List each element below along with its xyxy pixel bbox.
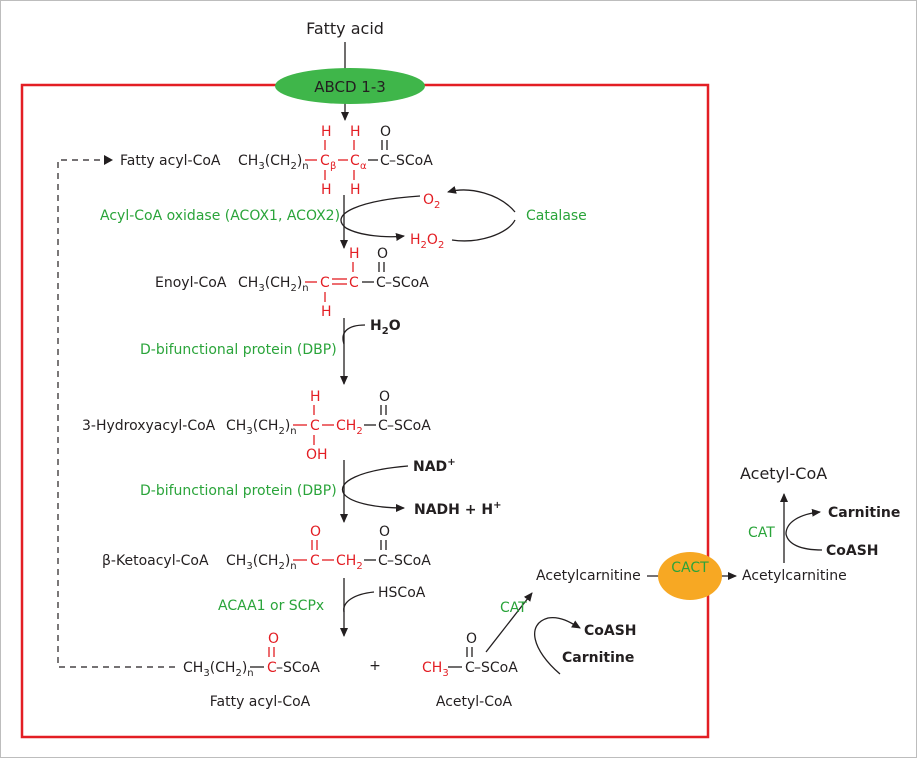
peroxisome-membrane bbox=[20, 83, 710, 739]
svg-text:–SCoA: –SCoA bbox=[387, 418, 431, 434]
abcd-transporter bbox=[275, 68, 425, 104]
ketoacyl-coa-label: β-Ketoacyl-CoA bbox=[102, 553, 209, 569]
o2-curve-arrow bbox=[340, 195, 421, 241]
svg-text:O: O bbox=[379, 389, 390, 405]
cat-in-label: CAT bbox=[500, 600, 527, 616]
cact-transporter bbox=[658, 552, 722, 600]
svg-text:C: C bbox=[320, 275, 330, 291]
hscoa-label: HSCoA bbox=[378, 585, 426, 601]
fatty-acid-label: Fatty acid bbox=[306, 19, 384, 38]
svg-text:OH: OH bbox=[306, 447, 328, 463]
svg-text:CH3(CH2)n: CH3(CH2)n bbox=[183, 660, 254, 679]
svg-text:CH3(CH2)n: CH3(CH2)n bbox=[238, 275, 309, 294]
h2o2-label: H2O2 bbox=[410, 232, 444, 251]
catalase-arrow-bottom bbox=[451, 219, 516, 242]
carnitine-in-label: Carnitine bbox=[562, 650, 634, 666]
svg-text:C: C bbox=[378, 418, 388, 434]
product-acetyl-coa: CH3 C –SCoA O Acetyl-CoA bbox=[422, 631, 518, 710]
plus-sign: + bbox=[369, 658, 381, 674]
hscoa-curve bbox=[343, 591, 375, 613]
svg-text:C: C bbox=[376, 275, 386, 291]
svg-text:CH3(CH2)n: CH3(CH2)n bbox=[226, 418, 297, 437]
hydroxyacyl-coa-row: 3-Hydroxyacyl-CoA CH3(CH2)n C CH2 C –SCo… bbox=[82, 389, 431, 463]
svg-text:–SCoA: –SCoA bbox=[474, 660, 518, 676]
acetylcarnitine-out-label: Acetylcarnitine bbox=[742, 568, 847, 584]
svg-text:CH2: CH2 bbox=[336, 553, 363, 572]
enoyl-coa-row: Enoyl-CoA CH3(CH2)n C C C –SCoA H H O bbox=[155, 246, 429, 320]
ketoacyl-coa-row: β-Ketoacyl-CoA CH3(CH2)n C CH2 C –SCoA O… bbox=[102, 524, 431, 572]
recycle-loop-line bbox=[57, 159, 175, 668]
svg-text:CH3(CH2)n: CH3(CH2)n bbox=[226, 553, 297, 572]
svg-text:H: H bbox=[350, 182, 361, 198]
cact-label: CACT bbox=[671, 560, 709, 576]
svg-text:H: H bbox=[310, 389, 321, 405]
svg-text:H: H bbox=[321, 182, 332, 198]
water-curve bbox=[342, 324, 366, 345]
svg-text:C: C bbox=[267, 660, 277, 676]
alpha-label: α bbox=[360, 161, 367, 172]
svg-text:H: H bbox=[349, 246, 360, 262]
acetyl-coa-out-label: Acetyl-CoA bbox=[740, 464, 827, 483]
svg-text:O: O bbox=[268, 631, 279, 647]
svg-text:O: O bbox=[466, 631, 477, 647]
cat-in-curve-arrow bbox=[534, 616, 581, 675]
svg-text:C: C bbox=[310, 418, 320, 434]
svg-text:–SCoA: –SCoA bbox=[276, 660, 320, 676]
svg-text:C: C bbox=[310, 553, 320, 569]
svg-text:H: H bbox=[321, 304, 332, 320]
fatty-acyl-coa-row: Fatty acyl-CoA CH3(CH2)n C β C α C –SCoA… bbox=[120, 124, 433, 198]
svg-text:–SCoA: –SCoA bbox=[385, 275, 429, 291]
catalase-label: Catalase bbox=[526, 208, 587, 224]
product-acetyl-coa-label: Acetyl-CoA bbox=[436, 694, 513, 710]
recycle-arrowhead bbox=[104, 155, 113, 165]
cat-out-label: CAT bbox=[748, 525, 775, 541]
svg-text:O: O bbox=[379, 524, 390, 540]
svg-text:H: H bbox=[321, 124, 332, 140]
dbp1-enzyme-label: D-bifunctional protein (DBP) bbox=[140, 342, 337, 358]
fatty-acyl-coa-label: Fatty acyl-CoA bbox=[120, 153, 221, 169]
acox-enzyme-label: Acyl-CoA oxidase (ACOX1, ACOX2) bbox=[100, 208, 340, 224]
svg-text:O: O bbox=[380, 124, 391, 140]
product-fatty-acyl-coa: CH3(CH2)n C –SCoA O Fatty acyl-CoA bbox=[183, 631, 320, 710]
svg-text:O: O bbox=[310, 524, 321, 540]
svg-text:–SCoA: –SCoA bbox=[387, 553, 431, 569]
svg-text:CH3: CH3 bbox=[422, 660, 449, 679]
nad-label: NAD+ bbox=[413, 457, 456, 475]
coash-out-label: CoASH bbox=[826, 543, 879, 559]
c-alpha: C bbox=[350, 153, 360, 169]
coash-in-label: CoASH bbox=[584, 623, 637, 639]
svg-text:O: O bbox=[377, 246, 388, 262]
water-label: H2O bbox=[370, 318, 401, 337]
svg-text:C: C bbox=[380, 153, 390, 169]
svg-text:CH2: CH2 bbox=[336, 418, 363, 437]
hydroxyacyl-coa-label: 3-Hydroxyacyl-CoA bbox=[82, 418, 216, 434]
c-beta: C bbox=[320, 153, 330, 169]
cat-out-curve-arrow bbox=[785, 508, 823, 551]
svg-text:–SCoA: –SCoA bbox=[389, 153, 433, 169]
svg-text:C: C bbox=[378, 553, 388, 569]
dbp2-enzyme-label: D-bifunctional protein (DBP) bbox=[140, 483, 337, 499]
enoyl-coa-label: Enoyl-CoA bbox=[155, 275, 227, 291]
abcd-label: ABCD 1-3 bbox=[314, 78, 386, 96]
svg-text:C: C bbox=[349, 275, 359, 291]
formula-ch3ch2n-1: CH3(CH2)n bbox=[238, 153, 309, 172]
svg-text:C: C bbox=[465, 660, 475, 676]
o2-label: O2 bbox=[423, 192, 440, 211]
carnitine-out-label: Carnitine bbox=[828, 505, 900, 521]
nad-curve-arrow bbox=[341, 465, 409, 512]
product-fatty-acyl-coa-label: Fatty acyl-CoA bbox=[210, 694, 311, 710]
thiolase-enzyme-label: ACAA1 or SCPx bbox=[218, 598, 324, 614]
catalase-arrow-top bbox=[447, 186, 516, 213]
acetylcarnitine-in-label: Acetylcarnitine bbox=[536, 568, 641, 584]
svg-text:H: H bbox=[350, 124, 361, 140]
nadh-label: NADH + H+ bbox=[414, 500, 501, 518]
cat-in-arrow bbox=[485, 592, 533, 653]
beta-label: β bbox=[330, 161, 336, 172]
